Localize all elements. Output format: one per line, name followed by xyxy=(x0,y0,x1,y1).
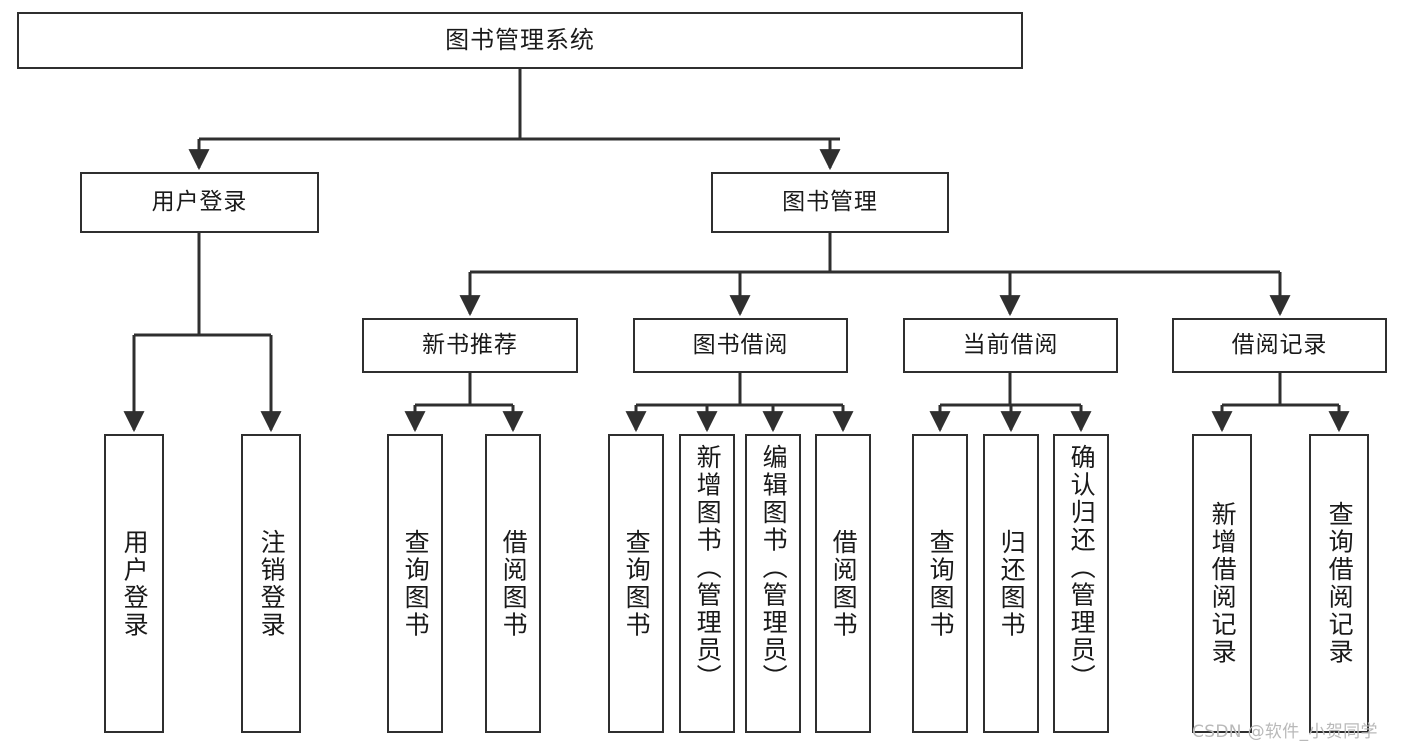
node-borrow-record[interactable]: 借阅记录 xyxy=(1172,318,1387,373)
node-leaf-user-login[interactable]: 用户登录 xyxy=(104,434,164,733)
node-leaf-confirm-return-label: 确认归还（管理员） xyxy=(1067,444,1097,692)
node-user-login[interactable]: 用户登录 xyxy=(80,172,319,233)
node-leaf-borrow-book-recommend[interactable]: 借阅图书 xyxy=(485,434,541,733)
node-leaf-borrow-book-label: 借阅图书 xyxy=(829,528,859,639)
node-current-borrow[interactable]: 当前借阅 xyxy=(903,318,1118,373)
node-new-book-recommend[interactable]: 新书推荐 xyxy=(362,318,578,373)
node-leaf-query-book-recommend[interactable]: 查询图书 xyxy=(387,434,443,733)
node-root[interactable]: 图书管理系统 xyxy=(17,12,1023,69)
node-current-borrow-label: 当前借阅 xyxy=(962,331,1059,358)
node-borrow-record-label: 借阅记录 xyxy=(1231,331,1328,358)
node-leaf-query-book-current[interactable]: 查询图书 xyxy=(912,434,968,733)
node-leaf-return-book[interactable]: 归还图书 xyxy=(983,434,1039,733)
node-book-manage-label: 图书管理 xyxy=(782,188,878,215)
node-leaf-query-book-recommend-label: 查询图书 xyxy=(401,528,431,639)
node-book-manage[interactable]: 图书管理 xyxy=(711,172,949,233)
node-leaf-add-book[interactable]: 新增图书（管理员） xyxy=(679,434,735,733)
node-leaf-add-book-label: 新增图书（管理员） xyxy=(693,444,723,692)
node-leaf-user-logout[interactable]: 注销登录 xyxy=(241,434,301,733)
node-leaf-edit-book-label: 编辑图书（管理员） xyxy=(759,444,789,692)
csdn-watermark: CSDN @软件_小贺同学 xyxy=(1192,722,1378,742)
node-leaf-confirm-return[interactable]: 确认归还（管理员） xyxy=(1053,434,1109,733)
node-user-login-label: 用户登录 xyxy=(151,188,248,215)
node-leaf-user-logout-label: 注销登录 xyxy=(257,528,287,639)
node-leaf-query-borrow-record[interactable]: 查询借阅记录 xyxy=(1309,434,1369,733)
node-book-borrow-label: 图书借阅 xyxy=(692,331,789,358)
node-leaf-add-borrow-record[interactable]: 新增借阅记录 xyxy=(1192,434,1252,733)
node-leaf-query-book-current-label: 查询图书 xyxy=(926,528,956,639)
node-leaf-query-book-borrow[interactable]: 查询图书 xyxy=(608,434,664,733)
node-leaf-return-book-label: 归还图书 xyxy=(997,528,1027,639)
node-leaf-user-login-label: 用户登录 xyxy=(120,528,150,639)
node-leaf-query-book-borrow-label: 查询图书 xyxy=(622,528,652,639)
node-leaf-borrow-book[interactable]: 借阅图书 xyxy=(815,434,871,733)
node-leaf-add-borrow-record-label: 新增借阅记录 xyxy=(1208,501,1238,666)
node-leaf-borrow-book-recommend-label: 借阅图书 xyxy=(499,528,529,639)
node-root-label: 图书管理系统 xyxy=(445,26,595,55)
node-leaf-edit-book[interactable]: 编辑图书（管理员） xyxy=(745,434,801,733)
node-book-borrow[interactable]: 图书借阅 xyxy=(633,318,848,373)
node-new-book-recommend-label: 新书推荐 xyxy=(422,331,518,358)
node-leaf-query-borrow-record-label: 查询借阅记录 xyxy=(1325,501,1355,666)
